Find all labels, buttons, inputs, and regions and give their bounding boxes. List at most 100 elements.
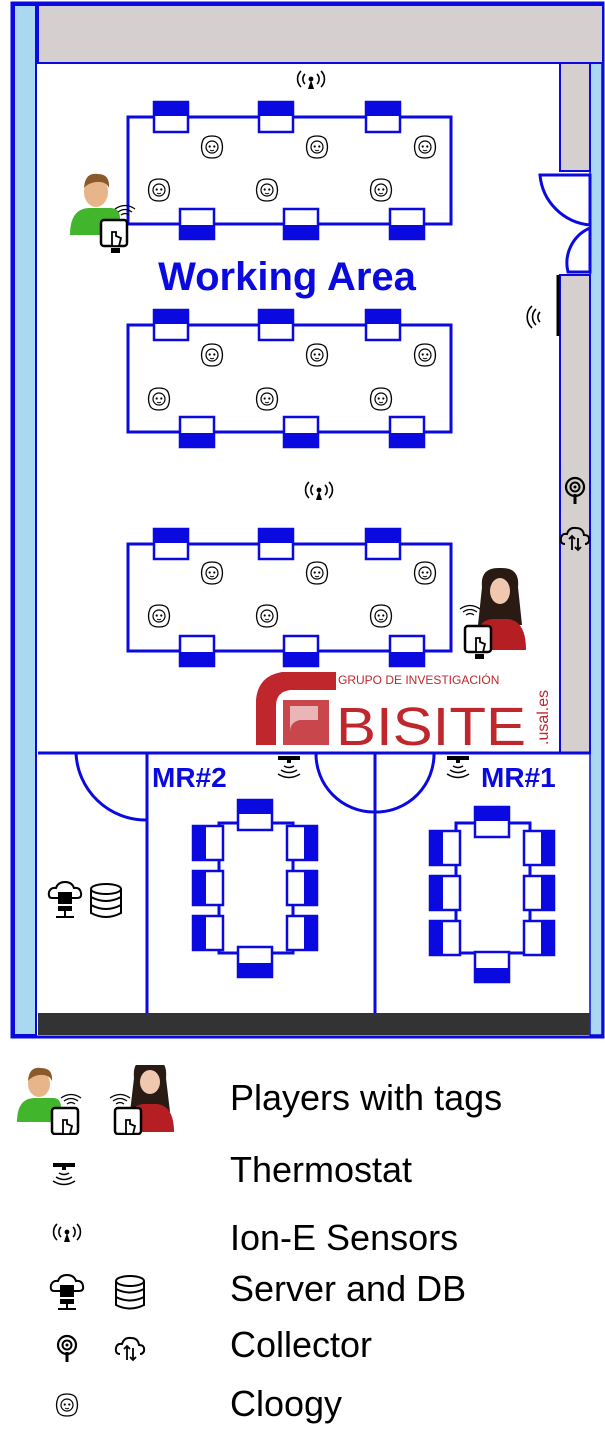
door-right-upper bbox=[538, 173, 592, 227]
legend-row-collector: Collector bbox=[0, 1318, 605, 1378]
cloogy-plug-icon bbox=[255, 604, 279, 628]
door-right-lower bbox=[565, 225, 592, 274]
chair bbox=[428, 829, 462, 867]
chair bbox=[473, 805, 511, 839]
chair bbox=[236, 945, 274, 979]
chair bbox=[191, 824, 225, 862]
logo-name: BISITE bbox=[336, 697, 526, 757]
chair bbox=[428, 874, 462, 912]
cloud-upload-icon bbox=[559, 526, 591, 552]
legend-server-icons bbox=[49, 1273, 145, 1310]
cloogy-plug-icon bbox=[147, 604, 171, 628]
cloud-upload-icon bbox=[114, 1336, 146, 1362]
meeting-table-mr1 bbox=[454, 821, 532, 955]
server-icon bbox=[47, 880, 83, 918]
chair bbox=[257, 527, 295, 561]
chair bbox=[257, 308, 295, 342]
legend-row-thermostat: Thermostat bbox=[0, 1143, 605, 1203]
player-female-with-tablet-icon bbox=[109, 1065, 174, 1135]
player-male-with-tablet-icon bbox=[17, 1067, 82, 1135]
legend-label-players: Players with tags bbox=[230, 1077, 503, 1118]
chair bbox=[236, 798, 274, 832]
working-area-title: Working Area bbox=[158, 255, 417, 299]
legend-label-server: Server and DB bbox=[230, 1268, 467, 1309]
ion-e-sensor-icon bbox=[52, 1223, 82, 1242]
cloogy-plug-icon bbox=[413, 343, 437, 367]
legend-label-sensors: Ion-E Sensors bbox=[230, 1217, 459, 1258]
door-mr2 bbox=[314, 752, 375, 814]
chair bbox=[282, 415, 320, 449]
chair bbox=[152, 100, 190, 134]
legend-sensor-icons bbox=[52, 1223, 82, 1242]
database-icon bbox=[90, 883, 122, 918]
cloogy-plug-icon bbox=[305, 135, 329, 159]
chair bbox=[285, 869, 319, 907]
corridor-top bbox=[37, 4, 604, 64]
chair bbox=[522, 919, 556, 957]
legend-thermostat-icons bbox=[52, 1163, 76, 1186]
cloogy-plug-icon bbox=[305, 561, 329, 585]
cloogy-plug-icon bbox=[147, 178, 171, 202]
corridor-right-upper bbox=[559, 62, 591, 172]
chair bbox=[388, 415, 426, 449]
collector-antenna-icon bbox=[56, 1334, 78, 1362]
player-male-with-tablet-icon bbox=[70, 173, 136, 255]
cloogy-plug-icon bbox=[200, 135, 224, 159]
cloogy-plug-icon bbox=[200, 561, 224, 585]
cloogy-plug-icon bbox=[255, 387, 279, 411]
cloogy-plug-icon bbox=[413, 561, 437, 585]
server-icon bbox=[49, 1273, 85, 1310]
chair bbox=[364, 100, 402, 134]
bottom-wall-strip bbox=[38, 1013, 590, 1035]
chair bbox=[178, 634, 216, 668]
legend-label-thermostat: Thermostat bbox=[230, 1149, 413, 1190]
chair bbox=[285, 824, 319, 862]
legend-players-icons bbox=[17, 1065, 174, 1135]
collector-antenna-icon bbox=[564, 476, 586, 504]
thermostat-icon bbox=[52, 1163, 76, 1186]
chair bbox=[178, 207, 216, 241]
door-server-room bbox=[74, 752, 147, 822]
meeting-room-1-label: MR#1 bbox=[481, 762, 556, 793]
cloogy-plug-icon bbox=[369, 178, 393, 202]
logo-top-text: GRUPO DE INVESTIGACIÓN bbox=[338, 672, 499, 687]
logo-domain: .usal.es bbox=[535, 690, 552, 745]
chair bbox=[152, 308, 190, 342]
database-icon bbox=[115, 1275, 145, 1310]
legend-row-cloogy: Cloogy bbox=[0, 1375, 605, 1435]
chair bbox=[428, 919, 462, 957]
chair bbox=[285, 914, 319, 952]
cloogy-plug-icon bbox=[55, 1393, 79, 1417]
meeting-table-mr2 bbox=[217, 821, 295, 955]
legend-collector-icons bbox=[56, 1334, 146, 1362]
chair bbox=[178, 415, 216, 449]
door-mr1 bbox=[375, 752, 436, 814]
legend-row-players: Players with tags bbox=[0, 1065, 605, 1135]
chair bbox=[282, 207, 320, 241]
chair bbox=[522, 829, 556, 867]
legend-row-sensors: Ion-E Sensors bbox=[0, 1207, 605, 1267]
chair bbox=[191, 869, 225, 907]
cloogy-plug-icon bbox=[305, 343, 329, 367]
legend-label-collector: Collector bbox=[230, 1324, 373, 1365]
cloogy-plug-icon bbox=[255, 178, 279, 202]
window-left bbox=[13, 4, 37, 1036]
desk-group-2 bbox=[126, 323, 453, 434]
cloogy-plug-icon bbox=[369, 604, 393, 628]
player-female-with-tablet-icon bbox=[459, 567, 526, 661]
chair bbox=[473, 950, 511, 984]
chair bbox=[257, 100, 295, 134]
chair bbox=[191, 914, 225, 952]
cloogy-plug-icon bbox=[147, 387, 171, 411]
bisite-logo: GRUPO DE INVESTIGACIÓN BISITE .usal.es bbox=[256, 672, 552, 757]
floor-plan: Working Area GRUPO DE INVESTIGACIÓN BISI… bbox=[10, 1, 605, 1039]
chair bbox=[388, 207, 426, 241]
legend-cloogy-icons bbox=[55, 1393, 79, 1417]
legend-row-server: Server and DB bbox=[0, 1262, 605, 1322]
meeting-room-2-label: MR#2 bbox=[152, 762, 227, 793]
chair bbox=[364, 527, 402, 561]
chair bbox=[364, 308, 402, 342]
cloogy-plug-icon bbox=[369, 387, 393, 411]
chair bbox=[388, 634, 426, 668]
corridor-right-lower bbox=[559, 274, 591, 754]
